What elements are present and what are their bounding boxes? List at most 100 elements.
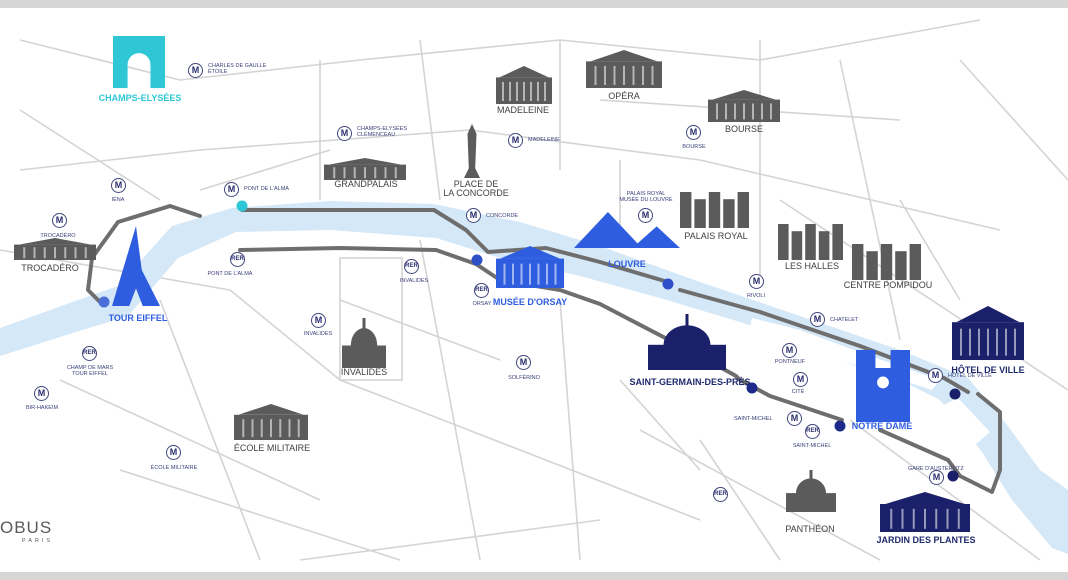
metro-badge-2: M	[508, 133, 523, 148]
monuments-6-label: PALAIS ROYAL	[684, 231, 748, 241]
metro-badge-8: M	[638, 208, 653, 223]
jardin-des-plantes-icon	[880, 492, 970, 532]
madeleine-icon	[496, 66, 552, 104]
stations-7-name: CONCORDE	[486, 213, 519, 219]
metro-badge-19: M	[928, 368, 943, 383]
stations-10-name: INVALIDES	[399, 278, 429, 284]
stations-16-name: SOLFÉRINO	[508, 375, 540, 381]
route-stop-3	[662, 278, 674, 290]
obus-logo: OBUS PARIS	[0, 518, 53, 544]
rer-badge-22: RER	[805, 424, 820, 439]
route-stop-5	[834, 420, 846, 432]
top-border	[0, 0, 1068, 8]
metro-badge-1: M	[337, 126, 352, 141]
route-stop-4	[746, 382, 758, 394]
logo-brand: OBUS	[0, 518, 53, 537]
monuments-7-label: LOUVRE	[608, 259, 646, 269]
route-stop-7	[947, 470, 959, 482]
stations-2-name: MADELEINE	[528, 137, 560, 143]
notre-dame-icon	[856, 350, 910, 422]
monument-icons	[14, 36, 1024, 532]
monuments-0-label: CHAMPS-ELYSÉES	[98, 93, 182, 103]
metro-badge-21: M	[787, 411, 802, 426]
stations-0-name: CHARLES DE GAULLE ÉTOILE	[208, 63, 267, 75]
route-stop-0	[236, 200, 248, 212]
stations-19-name: HÔTEL DE VILLE	[948, 373, 992, 379]
ile-de-la-cite	[750, 318, 940, 390]
monuments-10-label: TROCADÉRO	[21, 263, 79, 273]
stations-14-name: INVALIDES	[303, 331, 333, 337]
stations-15-name: CHAMP DE MARS TOUR EIFFEL	[66, 365, 114, 377]
stations-1-name: CHAMPS-ELYSÉES CLÉMENCEAU	[357, 126, 408, 138]
monuments-5-label: PLACE DE LA CONCORDE	[443, 179, 509, 199]
trocadero-icon	[14, 238, 96, 260]
metro-badge-13: M	[810, 312, 825, 327]
metro-badge-0: M	[188, 63, 203, 78]
rer-badge-11: RER	[474, 283, 489, 298]
monuments-13-label: INVALIDES	[340, 367, 388, 377]
arc-de-triomphe-icon	[113, 36, 165, 88]
monuments-12-label: MUSÉE D'ORSAY	[492, 297, 568, 307]
stations-8-name: PALAIS ROYAL MUSÉE DU LOUVRE	[619, 191, 673, 203]
palais-royal-icon	[680, 192, 749, 228]
rer-badge-10: RER	[404, 259, 419, 274]
obelisk-icon	[464, 124, 480, 178]
stations-4-name: IÉNA	[111, 197, 125, 203]
route-stop-2	[471, 254, 483, 266]
ecole-militaire-icon	[234, 404, 308, 440]
metro-badge-17: M	[782, 343, 797, 358]
pantheon-icon	[786, 470, 836, 512]
monuments-8-label: LES HALLES	[784, 261, 840, 271]
eiffel-tower-icon	[112, 226, 160, 306]
stations-21-name: SAINT-MICHEL	[734, 416, 773, 422]
saint-germain-icon	[648, 314, 726, 370]
route-stop-6	[949, 388, 961, 400]
stations-18-name: CITÉ	[791, 389, 805, 395]
stations-9-name: PONT DE L'ALMA	[207, 271, 253, 277]
bus-route	[86, 204, 1002, 494]
stations-20-name: BIR-HAKEIM	[25, 405, 59, 411]
metro-badge-23: M	[166, 445, 181, 460]
stations-24-name: GARE D'AUSTERLITZ	[908, 466, 964, 472]
les-halles-icon	[778, 224, 843, 260]
metro-badge-5: M	[224, 182, 239, 197]
stations-13-name: CHATELET	[830, 317, 859, 323]
rer-badge-9: RER	[230, 252, 245, 267]
bourse-icon	[708, 90, 780, 122]
monuments-3-label: BOURSE	[724, 124, 764, 134]
monuments-17-label: ÉCOLE MILITAIRE	[233, 443, 311, 453]
stations-23-name: ÉCOLE MILITAIRE	[150, 465, 198, 471]
monuments-14-label: SAINT-GERMAIN-DES-PRÈS	[629, 377, 751, 387]
monuments-11-label: TOUR EIFFEL	[108, 313, 168, 323]
logo-city: PARIS	[22, 538, 54, 544]
monuments-1-label: MADELEINE	[496, 105, 550, 115]
metro-badge-18: M	[793, 372, 808, 387]
stations-22-name: SAINT-MICHEL	[792, 443, 832, 449]
stations-5-name: PONT DE L'ALMA	[244, 186, 289, 192]
stations-12-name: RIVOLI	[746, 293, 766, 299]
monuments-18-label: PANTHÉON	[785, 524, 835, 534]
metro-badge-4: M	[111, 178, 126, 193]
monuments-2-label: OPÉRA	[608, 91, 640, 101]
metro-badge-24: M	[929, 470, 944, 485]
metro-badge-16: M	[516, 355, 531, 370]
stations-3-name: BOURSE	[682, 144, 706, 150]
musee-orsay-icon	[496, 246, 564, 288]
stations-6-name: TROCADÉRO	[40, 233, 76, 239]
rer-badge-25: RER	[713, 487, 728, 502]
stations-17-name: PONTNEUF	[774, 359, 806, 365]
metro-badge-6: M	[52, 213, 67, 228]
rer-badge-15: RER	[82, 346, 97, 361]
metro-badge-20: M	[34, 386, 49, 401]
metro-badge-7: M	[466, 208, 481, 223]
metro-badge-14: M	[311, 313, 326, 328]
stations-11-name: ORSAY	[472, 301, 492, 307]
monuments-9-label: CENTRE POMPIDOU	[843, 280, 933, 290]
monuments-15-label: NOTRE DAME	[851, 421, 913, 431]
route-stop-1	[98, 296, 110, 308]
ile-saint-louis	[912, 398, 990, 444]
route-stops	[98, 200, 961, 482]
metro-badge-12: M	[749, 274, 764, 289]
